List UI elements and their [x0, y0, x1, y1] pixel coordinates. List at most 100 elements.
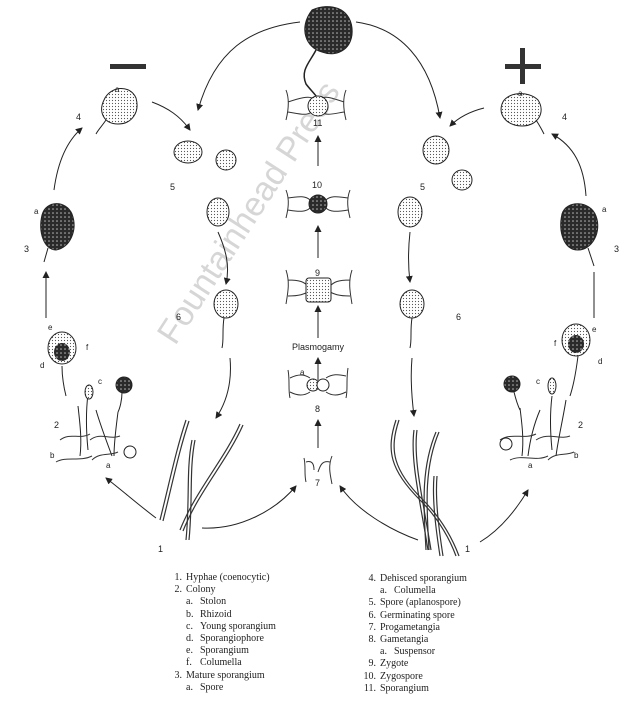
arrow-6-to-1-right: [409, 357, 417, 417]
legend-item: 5.Spore (aplanospore): [362, 597, 467, 609]
legend-item-text: Progametangia: [380, 621, 440, 633]
legend-item-text: Spore: [200, 681, 224, 693]
legend-item-text: Gametangia: [380, 634, 429, 646]
plus-strain-symbol: [505, 48, 541, 84]
part-label-e-left: e: [48, 323, 53, 332]
part-label-spore-right: a: [602, 205, 607, 214]
spore-5-right: [422, 135, 473, 191]
mature-sporangium-3-right: [560, 203, 599, 267]
legend-item: a. Columella: [362, 585, 467, 597]
arrow-5-to-6-right: [405, 231, 413, 283]
sporangium-2-right: [561, 323, 591, 397]
part-label-columella-left: a: [115, 85, 120, 94]
gametangia-8: [287, 367, 349, 399]
part-label-b-right: b: [574, 451, 579, 460]
legend-item-text: Sporangium: [200, 645, 249, 657]
legend-item-text: Mature sporangium: [186, 669, 265, 681]
arrow-1-to-2-left: [105, 477, 157, 519]
part-label-d-right: d: [598, 357, 602, 366]
legend-item: a. Suspensor: [362, 646, 467, 658]
stage-label-3-right: 3: [614, 244, 619, 254]
stage-label-10: 10: [312, 180, 322, 190]
legend-item: 11.Sporangium: [362, 683, 467, 695]
stage-label-5-left: 5: [170, 182, 175, 192]
legend-item: d.Sporangiophore: [168, 633, 276, 645]
dehisced-sporangium-4-right: [500, 93, 545, 135]
legend-item: 8.Gametangia: [362, 634, 467, 646]
part-label-spore-left: a: [34, 207, 39, 216]
arrow-1-to-2-right: [479, 489, 529, 543]
zygote-9: [285, 269, 353, 305]
mature-sporangium-3-left: [40, 203, 75, 263]
stage-label-4-left: 4: [76, 112, 81, 122]
legend-item: 4.Dehisced sporangium: [362, 573, 467, 585]
legend-item-number: a.: [186, 596, 193, 608]
legend-item: f. Columella: [168, 657, 276, 669]
colony-2-right: [499, 375, 575, 461]
stage-label-5-right: 5: [420, 182, 425, 192]
stage-label-2-right: 2: [578, 420, 583, 430]
stage-label-2-left: 2: [54, 420, 59, 430]
stage-label-8: 8: [315, 404, 320, 414]
sporangium-11: [285, 6, 353, 121]
part-label-f-right: f: [554, 339, 557, 348]
legend-item-text: Columella: [394, 585, 436, 597]
legend-item-number: a.: [186, 681, 193, 693]
arrow-3-to-4-right: [551, 133, 587, 197]
legend-item-number: a.: [380, 585, 387, 597]
legend-item-text: Dehisced sporangium: [380, 573, 467, 584]
part-label-a-right: a: [528, 461, 533, 470]
hyphae-1-right: [390, 419, 460, 557]
legend-item-number: 8.: [368, 634, 377, 646]
legend-item-number: 3.: [174, 669, 183, 681]
legend-item-text: Suspensor: [394, 646, 436, 658]
legend-item-number: a.: [380, 646, 387, 658]
legend-item-text: Columella: [200, 657, 242, 669]
legend-item-number: f.: [186, 657, 192, 669]
legend-item-text: Young sporangium: [200, 620, 276, 632]
stage-label-11: 11: [313, 118, 322, 128]
legend-item: a. Spore: [168, 682, 276, 694]
stage-label-4-right: 4: [562, 112, 567, 122]
zygospore-10: [285, 189, 351, 219]
part-label-b-left: b: [50, 451, 55, 460]
spore-5-left: [173, 140, 237, 171]
arrow-4-to-5-left: [151, 101, 191, 131]
legend-item-number: 7.: [368, 621, 377, 633]
legend-item-text: Zygote: [380, 658, 409, 670]
arrow-11-to-5-right: [355, 21, 443, 119]
legend-item-number: 4.: [368, 573, 377, 584]
legend-item-text: Rhizoid: [200, 608, 232, 620]
legend-item: 6.Germinating spore: [362, 610, 467, 622]
legend-item: 2.Colony: [168, 584, 276, 596]
arrow-6-to-1-left: [215, 357, 231, 419]
dehisced-sporangium-4-left: [95, 88, 138, 135]
arrow-11-to-5-left: [196, 21, 301, 111]
minus-strain-symbol: [110, 64, 146, 69]
spore-5-right-b: [397, 196, 423, 228]
arrow-1-to-7-left: [201, 485, 297, 529]
arrow-4-to-5-right: [449, 107, 485, 127]
legend-item-text: Stolon: [200, 596, 227, 608]
legend-item-text: Sporangium: [380, 682, 429, 694]
legend-item-number: d.: [186, 633, 194, 645]
legend-item-text: Spore (aplanospore): [380, 597, 461, 609]
legend-item: e.Sporangium: [168, 645, 276, 657]
germinating-spore-6-right: [399, 289, 425, 349]
legend-item-text: Zygospore: [380, 670, 423, 682]
stage-label-3-left: 3: [24, 244, 29, 254]
stage-label-1-right: 1: [465, 544, 470, 554]
part-label-f-left: f: [86, 343, 89, 352]
legend-item-number: 5.: [368, 597, 377, 609]
legend-item: b.Rhizoid: [168, 609, 276, 621]
part-label-a-left: a: [106, 461, 111, 470]
legend-item-number: c.: [186, 620, 193, 632]
part-label-c-right: c: [536, 377, 540, 386]
legend-item-number: 1.: [174, 572, 183, 583]
legend-item: 10.Zygospore: [362, 671, 467, 683]
stage-label-6-left: 6: [176, 312, 181, 322]
part-label-d-left: d: [40, 361, 44, 370]
